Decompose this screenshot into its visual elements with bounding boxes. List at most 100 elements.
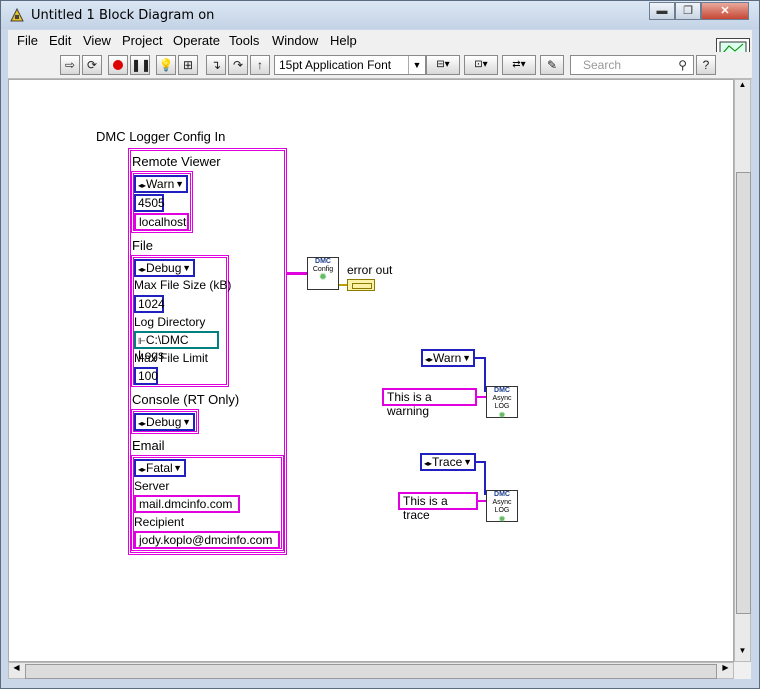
- error-out-indicator[interactable]: [347, 279, 375, 291]
- logger-config-cluster[interactable]: [128, 148, 287, 555]
- run-arrow-icon[interactable]: ⇨: [60, 55, 80, 75]
- remote-viewer-label: Remote Viewer: [132, 154, 221, 169]
- max-file-limit-value[interactable]: 100: [134, 367, 158, 385]
- clean-up-diagram-icon[interactable]: ✎: [540, 55, 564, 75]
- menu-tools[interactable]: Tools: [229, 33, 260, 48]
- menu-project[interactable]: Project: [122, 33, 163, 48]
- max-file-size-value[interactable]: 1024: [134, 295, 165, 313]
- remote-viewer-port[interactable]: 4505: [134, 194, 165, 212]
- font-select[interactable]: 15pt Application Font ▼: [274, 55, 426, 75]
- config-subvi-line2: Config: [312, 266, 334, 273]
- file-level-value: Debug: [146, 261, 182, 275]
- file-level-enum[interactable]: ◂▸Debug▼: [134, 259, 195, 277]
- console-cluster[interactable]: [131, 409, 199, 434]
- chevron-down-icon: ▼: [173, 463, 182, 473]
- font-select-value: 15pt Application Font: [279, 58, 392, 72]
- context-help-button[interactable]: ?: [696, 55, 716, 75]
- search-input[interactable]: Search ⚲: [570, 55, 694, 75]
- enum-arrows-icon: ◂▸: [138, 465, 147, 474]
- scroll-down-icon[interactable]: ▼: [738, 646, 747, 655]
- vertical-scrollbar[interactable]: ▲ ▼: [734, 79, 751, 662]
- trace-level-enum[interactable]: ◂▸Trace▼: [420, 453, 476, 471]
- trace-message-wire[interactable]: [478, 500, 486, 502]
- path-icon: ⊩: [138, 336, 146, 346]
- horizontal-scrollbar[interactable]: ◀ ▶: [8, 662, 734, 679]
- enum-arrows-icon: ◂▸: [138, 265, 147, 274]
- email-level-enum[interactable]: ◂▸Fatal▼: [134, 459, 186, 477]
- title-bar[interactable]: Untitled 1 Block Diagram on ▬ ❐ ✕: [1, 1, 759, 29]
- warn-message-string[interactable]: This is a warning: [382, 388, 477, 418]
- config-subvi[interactable]: DMC Config ✹: [307, 257, 339, 290]
- scroll-right-icon[interactable]: ▶: [722, 663, 729, 672]
- log-subvi-line1: DMC: [494, 491, 510, 498]
- email-cluster[interactable]: [131, 455, 284, 551]
- file-cluster[interactable]: [131, 255, 229, 387]
- reorder-icon[interactable]: ⇄▾: [502, 55, 536, 75]
- step-into-icon[interactable]: ↴: [206, 55, 226, 75]
- enum-arrows-icon: ◂▸: [138, 419, 147, 428]
- toolbar: ⇨ ⟳ ❚❚ 💡 ⊞ ↴ ↷ ↑ 15pt Application Font ▼…: [8, 52, 752, 79]
- enum-arrows-icon: ◂▸: [425, 355, 434, 364]
- distribute-objects-icon[interactable]: ⊡▾: [464, 55, 498, 75]
- log-directory-label: Log Directory: [134, 315, 206, 329]
- trace-level-wire-vertical[interactable]: [484, 461, 486, 495]
- menu-bar: File Edit View Project Operate Tools Win…: [8, 30, 752, 52]
- chevron-down-icon: ▼: [175, 179, 184, 189]
- maximize-button[interactable]: ❐: [675, 2, 701, 20]
- pause-icon[interactable]: ❚❚: [130, 55, 151, 75]
- scroll-up-icon[interactable]: ▲: [738, 80, 747, 89]
- server-value[interactable]: mail.dmcinfo.com: [134, 495, 240, 513]
- remote-viewer-level-enum[interactable]: ◂▸Warn▼: [134, 175, 188, 193]
- run-continuously-icon[interactable]: ⟳: [82, 55, 102, 75]
- menu-edit[interactable]: Edit: [49, 33, 72, 48]
- warn-level-value: Warn: [433, 351, 462, 365]
- warn-level-wire-vertical[interactable]: [484, 357, 486, 392]
- trace-level-wire[interactable]: [476, 461, 485, 463]
- close-button[interactable]: ✕: [701, 2, 749, 20]
- vertical-scroll-thumb[interactable]: [736, 172, 751, 614]
- enum-arrows-icon: ◂▸: [138, 181, 147, 190]
- abort-icon[interactable]: [108, 55, 128, 75]
- server-label: Server: [134, 479, 170, 493]
- search-placeholder: Search: [583, 58, 622, 72]
- minimize-button[interactable]: ▬: [649, 2, 675, 20]
- trace-level-value: Trace: [432, 455, 463, 469]
- retain-wire-values-icon[interactable]: ⊞: [178, 55, 198, 75]
- recipient-label: Recipient: [134, 515, 185, 529]
- menu-window[interactable]: Window: [272, 33, 319, 48]
- log-directory-value: C:\DMC Logs: [138, 333, 189, 362]
- email-label: Email: [132, 438, 165, 453]
- menu-operate[interactable]: Operate: [173, 33, 220, 48]
- menu-help[interactable]: Help: [330, 33, 357, 48]
- warn-level-wire[interactable]: [475, 357, 485, 359]
- log-directory-path[interactable]: ⊩C:\DMC Logs: [134, 331, 219, 362]
- warn-level-enum[interactable]: ◂▸Warn▼: [421, 349, 475, 367]
- console-level-enum[interactable]: ◂▸Debug▼: [134, 413, 195, 431]
- menu-file[interactable]: File: [17, 33, 38, 48]
- log-subvi-line2: Async LOG: [492, 499, 512, 514]
- cluster-wire[interactable]: [287, 272, 307, 275]
- step-out-icon[interactable]: ↑: [250, 55, 270, 75]
- console-level-value: Debug: [146, 415, 182, 429]
- highlight-execution-icon[interactable]: 💡: [156, 55, 176, 75]
- block-diagram-canvas[interactable]: [8, 79, 734, 662]
- step-over-icon[interactable]: ↷: [228, 55, 248, 75]
- remote-viewer-host[interactable]: localhost: [134, 213, 189, 231]
- search-icon[interactable]: ⚲: [678, 58, 687, 72]
- remote-viewer-level-value: Warn: [146, 177, 175, 191]
- error-wire[interactable]: [339, 284, 347, 286]
- horizontal-scroll-thumb[interactable]: [25, 664, 717, 679]
- trace-message-string[interactable]: This is a trace: [398, 492, 478, 522]
- recipient-value[interactable]: jody.koplo@dmcinfo.com: [134, 531, 280, 549]
- warn-message-wire[interactable]: [477, 396, 486, 398]
- window-title: Untitled 1 Block Diagram on: [31, 8, 215, 23]
- menu-view[interactable]: View: [83, 33, 111, 48]
- remote-viewer-cluster[interactable]: [131, 171, 193, 233]
- trace-log-subvi[interactable]: DMC Async LOG ✹: [486, 490, 518, 524]
- error-cluster-icon: [352, 283, 372, 289]
- align-objects-icon[interactable]: ⊟▾: [426, 55, 460, 75]
- scroll-left-icon[interactable]: ◀: [13, 663, 20, 672]
- gear-icon: ✹: [498, 410, 506, 420]
- chevron-down-icon: ▼: [463, 457, 472, 467]
- warn-log-subvi[interactable]: DMC Async LOG ✹: [486, 386, 518, 420]
